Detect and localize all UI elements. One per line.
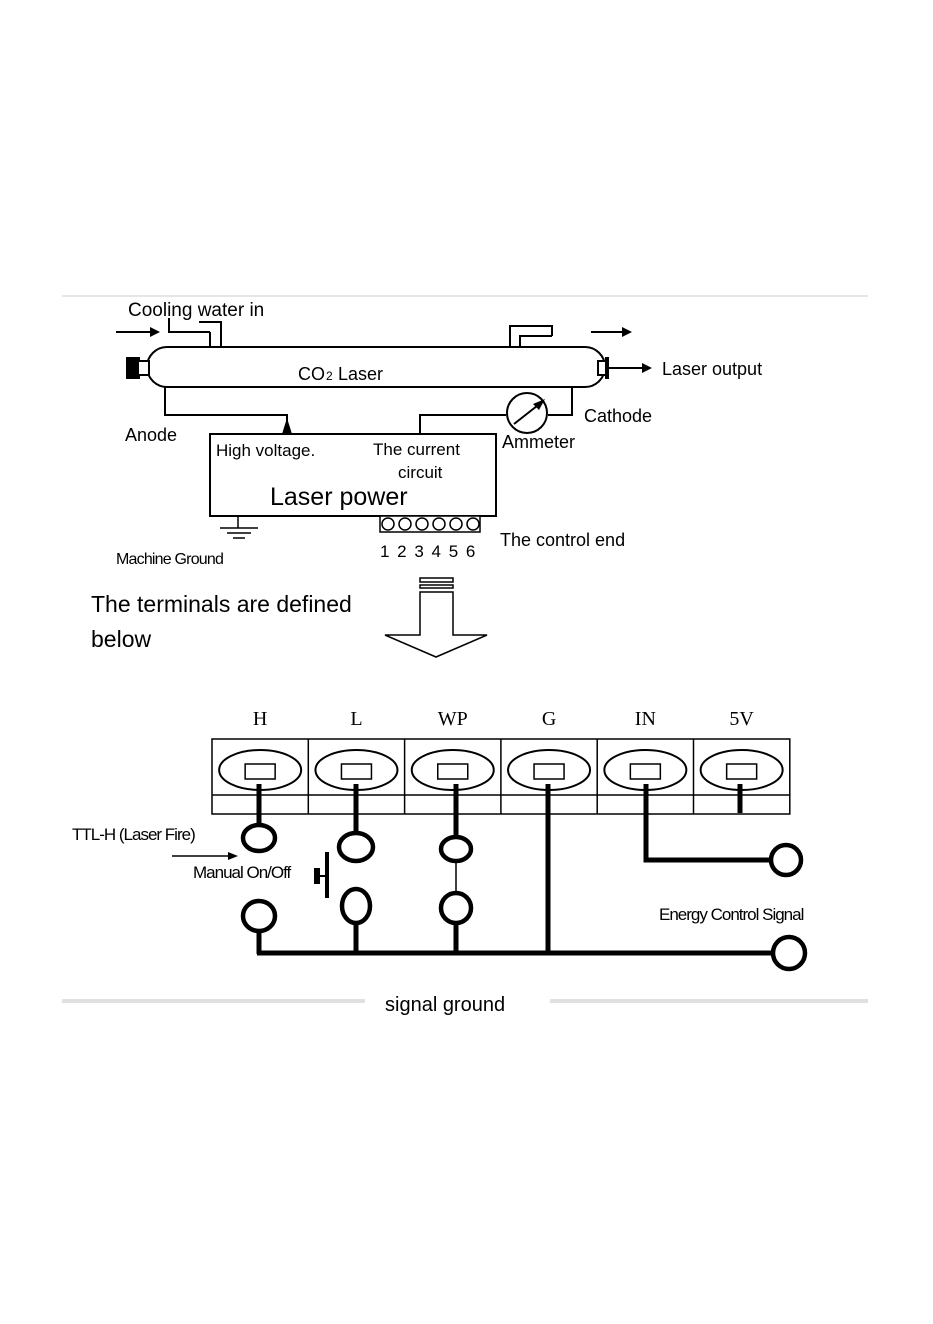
- manual-switch-button: [314, 868, 320, 884]
- terminal-label-l: L: [350, 708, 362, 730]
- control-terminal-2: [399, 518, 411, 530]
- laser-output-arrow-head: [642, 363, 652, 373]
- l-upper-contact: [339, 833, 373, 861]
- water-out-arrow-head: [622, 327, 632, 337]
- terminal-label-wp: WP: [438, 708, 468, 730]
- control-strip-body: [380, 516, 480, 532]
- terminal-g-slot: [534, 764, 564, 779]
- control-terminal-4: [433, 518, 445, 530]
- terminal-wp-slot: [438, 764, 468, 779]
- terminal-label-5v: 5V: [729, 708, 754, 730]
- current-circuit-line2: circuit: [398, 463, 443, 482]
- terminal-block: H L WP G IN 5V: [212, 708, 790, 814]
- high-voltage-terminal: [282, 418, 292, 434]
- anode-wire: [165, 387, 287, 425]
- l-lower-contact: [342, 889, 370, 923]
- cathode-wire-right: [548, 387, 572, 415]
- ttl-h-label: TTL-H (Laser Fire): [72, 825, 195, 844]
- energy-control-contact: [771, 845, 801, 875]
- water-in-arrow-head: [150, 327, 160, 337]
- h-lower-contact: [243, 901, 275, 931]
- machine-ground-label: Machine Ground: [116, 551, 223, 568]
- wp-lower-contact: [441, 893, 471, 923]
- laser-power-title: Laser power: [270, 483, 408, 511]
- cooling-water-in-label: Cooling water in: [128, 300, 264, 321]
- down-arrow-icon: [385, 578, 487, 657]
- wp-upper-contact: [441, 837, 471, 861]
- ammeter-label: Ammeter: [502, 432, 575, 452]
- tube-co-label: CO: [298, 364, 325, 384]
- manual-switch-bar: [325, 852, 329, 898]
- laser-output-label: Laser output: [662, 359, 762, 379]
- high-voltage-label: High voltage.: [216, 441, 315, 460]
- terminal-label-g: G: [542, 708, 556, 730]
- current-circuit-line1: The current: [373, 440, 460, 459]
- control-numbers: 1 2 3 4 5 6: [380, 542, 477, 561]
- control-terminal-6: [467, 518, 479, 530]
- terminals-defined-line2: below: [91, 626, 151, 652]
- energy-control-signal-label: Energy Control Signal: [659, 905, 804, 924]
- anode-connector: [138, 361, 149, 375]
- anode-label: Anode: [125, 425, 177, 445]
- terminal-l-slot: [341, 764, 371, 779]
- manual-on-off-label: Manual On/Off: [193, 863, 292, 882]
- terminal-in-slot: [630, 764, 660, 779]
- control-terminal-1: [382, 518, 394, 530]
- cathode-wire-left: [420, 415, 506, 434]
- outlet-pipe-inner: [520, 336, 552, 347]
- signal-ground-contact: [773, 937, 805, 969]
- terminal-5v-slot: [727, 764, 757, 779]
- control-terminal-strip: [380, 516, 480, 532]
- terminals-defined-line1: The terminals are defined: [91, 591, 352, 617]
- control-terminal-5: [450, 518, 462, 530]
- terminal-h-slot: [245, 764, 275, 779]
- signal-ground-label: signal ground: [385, 994, 505, 1016]
- tube-subscript-label: 2: [326, 369, 333, 383]
- cathode-label: Cathode: [584, 406, 652, 426]
- h-upper-contact: [243, 825, 275, 851]
- control-end-label: The control end: [500, 530, 625, 550]
- output-end-cap: [605, 357, 609, 379]
- ttl-arrow-head: [228, 852, 238, 860]
- terminal-label-h: H: [253, 708, 267, 730]
- tube-laser-label: Laser: [338, 364, 383, 384]
- terminal-label-in: IN: [635, 708, 656, 730]
- control-terminal-3: [416, 518, 428, 530]
